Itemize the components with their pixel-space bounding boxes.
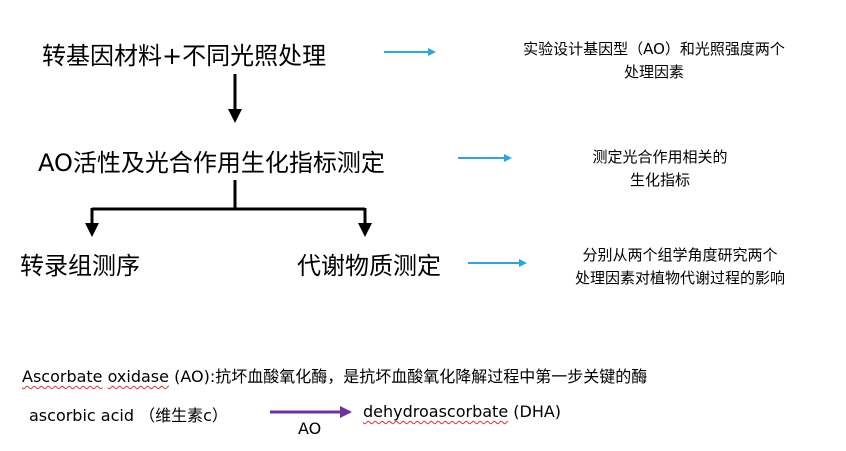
- step-1-label: 转基因材料+不同光照处理: [42, 42, 327, 70]
- note-1-line-2: 处理因素: [623, 63, 684, 81]
- note-3-line-2: 处理因素对植物代谢过程的影响: [574, 269, 785, 287]
- note-1-line-1: 实验设计基因型（AO）和光照强度两个: [523, 40, 785, 58]
- product-term: dehydroascorbate: [363, 402, 509, 421]
- note-2: 测定光合作用相关的 生化指标: [550, 146, 770, 192]
- note-3: 分别从两个组学角度研究两个 处理因素对植物代谢过程的影响: [530, 244, 830, 290]
- ao-definition: Ascorbate oxidase (AO):抗坏血酸氧化酶，是抗坏血酸氧化降解…: [22, 363, 647, 387]
- branch-connector: [92, 180, 365, 211]
- definition-term: Ascorbate: [22, 367, 103, 386]
- product-text: (DHA): [508, 402, 562, 421]
- step-2-label: AO活性及光合作用生化指标测定: [38, 149, 385, 177]
- reaction-substrate: ascorbic acid （维生素c）: [29, 406, 228, 425]
- step-3a-label: 转录组测序: [20, 252, 140, 280]
- note-2-line-2: 生化指标: [629, 171, 690, 189]
- reaction-product: dehydroascorbate (DHA): [363, 402, 561, 421]
- definition-term-2: oxidase: [107, 367, 169, 386]
- definition-text: (AO):抗坏血酸氧化酶，是抗坏血酸氧化降解过程中第一步关键的酶: [168, 367, 648, 386]
- note-3-line-1: 分别从两个组学角度研究两个: [582, 246, 778, 264]
- reaction-enzyme-label: AO: [298, 419, 322, 438]
- note-1: 实验设计基因型（AO）和光照强度两个 处理因素: [462, 38, 846, 84]
- step-3b-label: 代谢物质测定: [297, 252, 441, 280]
- note-2-line-1: 测定光合作用相关的: [592, 148, 728, 166]
